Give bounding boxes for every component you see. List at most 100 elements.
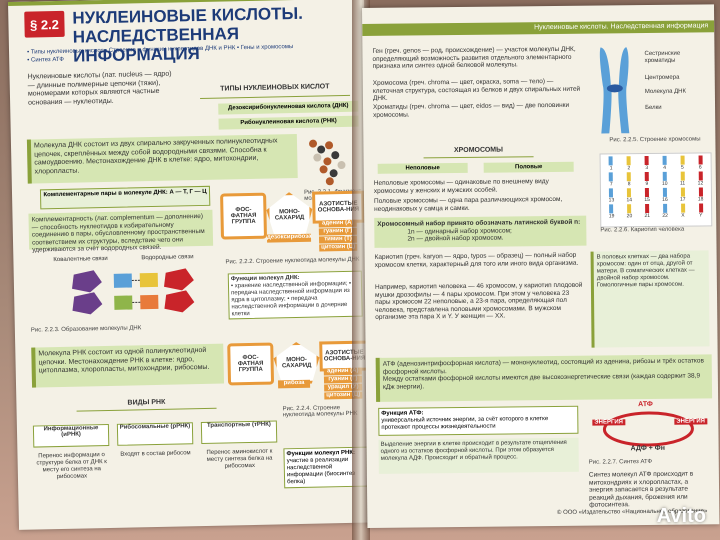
karyotype-chromosome-shape	[626, 172, 632, 182]
karyotype-chromosome-shape	[644, 172, 649, 182]
karyotype-definition: Кариотип (греч. karyon — ядро, typos — о…	[374, 251, 579, 269]
set-double: 2n — двойной набор хромосом.	[407, 234, 504, 243]
karyotype-chromosome: 10	[656, 171, 673, 187]
ribose-label: рибоза	[277, 379, 311, 389]
atp-label: АТФ	[638, 400, 653, 409]
karyotype-number: 21	[644, 212, 651, 220]
dna-functions-box: Функции молекул ДНК: • хранение наследст…	[227, 270, 363, 320]
karyotype-number: 9	[645, 181, 649, 188]
karyotype-chromosome-shape	[627, 204, 632, 214]
karyotype-chromosome-shape	[609, 204, 614, 214]
karyotype-chromosome-shape	[698, 155, 703, 165]
rna-kind-transport: Транспортные (тРНК)	[200, 420, 278, 445]
left-page: § 2.2 НУКЛЕИНОВЫЕ КИСЛОТЫ. НАСЛЕДСТВЕННА…	[8, 0, 375, 530]
karyotype-chromosome: Y	[692, 203, 709, 218]
sex-chromosomes: Половые	[483, 161, 574, 173]
figure-2-2-6-caption: Рис. 2.2.6. Кариотип человека	[600, 226, 685, 234]
karyotype-number: 10	[661, 180, 668, 187]
karyotype-number: 12	[697, 180, 704, 187]
rna-type: Рибонуклеиновая кислота (РНК)	[218, 115, 359, 130]
running-head: Нуклеиновые кислоты. Наследственная инфо…	[534, 22, 709, 32]
atp-cycle-diagram	[588, 406, 708, 451]
karyotype-number: 1	[609, 165, 613, 172]
karyotype-number: 19	[608, 213, 615, 220]
figure-2-2-7-caption: Рис. 2.2.7. Синтез АТФ	[588, 458, 653, 466]
karyotype-number: 20	[626, 213, 633, 220]
karyotype-chromosome: 8	[621, 172, 638, 187]
chromosomes-title: ХРОМОСОМЫ	[423, 146, 534, 159]
complementarity-box: Комплементарность (лат. complementum — д…	[28, 209, 214, 254]
karyotype-chromosome: 19	[603, 204, 620, 219]
energy-label-left: ЭНЕРГИЯ	[592, 419, 626, 426]
karyotype-chromosome: 18	[692, 187, 709, 202]
karyotype-chromosome-shape	[680, 171, 685, 181]
karyotype-number: 2	[627, 165, 631, 172]
non-sex-text: Неполовые хромосомы — одинаковые по внеш…	[373, 178, 549, 195]
complementary-pairs: Комплементарные пары в молекуле ДНК: А —…	[39, 185, 211, 210]
karyotype-chromosome-shape	[609, 188, 614, 198]
karyotype-chromosome-shape	[680, 155, 685, 165]
label-proteins: Белки	[645, 104, 662, 112]
dna-functions-text: • хранение наследственной информации; • …	[230, 280, 352, 318]
rna-kind-ribosomal: Рибосомальные (рРНК)	[116, 422, 194, 446]
chromosome-set-box: Хромосомный набор принято обозначать лат…	[374, 215, 587, 248]
karyotype-number: 15	[644, 196, 650, 204]
karyotype-chromosome: 9	[638, 172, 655, 187]
label-dna-molecule: Молекула ДНК	[644, 88, 687, 96]
karyotype-chromosome: 4	[656, 155, 673, 171]
karyotype-chromosome-shape	[608, 156, 614, 166]
karyotype-number: 6	[698, 164, 702, 171]
karyotype-chromosome-shape	[680, 203, 685, 213]
side-note: В половых клетках — два набора хромосом:…	[590, 250, 710, 348]
section-badge: § 2.2	[24, 10, 65, 38]
karyotype-chromosome-shape	[609, 172, 614, 182]
karyotype-chromosome-shape	[662, 155, 667, 165]
dna-box: Молекула ДНК состоит из двух спирально з…	[26, 133, 298, 184]
figure-2-2-2-caption: Рис. 2.2.2. Строение нуклеотида молекулы…	[225, 256, 360, 266]
karyotype-number: 16	[662, 196, 668, 203]
atp-box: АТФ (аденозинтрифосфорная кислота) — мон…	[375, 354, 713, 402]
karyotype-chromosome-shape	[662, 203, 668, 213]
rna-kind-info-desc: Перенос информации о структуре белка от …	[36, 452, 107, 481]
karyotype-number: 8	[627, 181, 631, 188]
karyotype-chromosome-shape	[662, 171, 667, 181]
karyotype-number: X	[681, 212, 685, 219]
covalent-bonds-label: Ковалентные связи	[53, 255, 108, 264]
karyotype-chromosome-shape	[645, 204, 650, 214]
karyotype-chromosome-shape	[680, 187, 685, 197]
rna-kind-info: Информационные (иРНК)	[32, 423, 110, 448]
karyotype-number: Y	[699, 212, 703, 219]
karyotype-chromosome: 14	[621, 188, 638, 203]
deoxyribose-label: дезоксирибоза	[266, 233, 312, 243]
karyotype-chromosome: 3	[638, 156, 655, 171]
karyotype-chromosome: 16	[656, 187, 673, 203]
karyotype-chromosome: 7	[603, 172, 620, 187]
label-centromere: Центромера	[644, 74, 680, 82]
karyotype-chromosome-shape	[627, 188, 632, 198]
gene-definition: Ген (греч. genos — род, происхождение) —…	[372, 45, 576, 70]
label-sister-chromatids: Сестринские хроматиды	[644, 50, 681, 65]
chromosome-image	[590, 45, 641, 136]
rna-box: Молекула РНК состоит из одной полинуклео…	[31, 343, 225, 388]
figure-2-2-5-caption: Рис. 2.2.5. Строение хромосомы	[609, 136, 701, 144]
atp-synthesis-text: Синтез молекул АТФ происходит в митохонд…	[588, 470, 694, 509]
karyotype-chromosome: 13	[603, 188, 620, 203]
karyotype-number: 13	[608, 197, 615, 204]
rna-monosaccharide: МОНО-САХАРИД	[273, 342, 320, 385]
right-page: Нуклеиновые кислоты. Наследственная инфо…	[362, 4, 720, 528]
karyotype-number: 7	[609, 181, 613, 188]
karyotype-number: 4	[663, 164, 667, 171]
karyotype-chromosome-shape	[644, 156, 649, 166]
karyotype-number: 18	[697, 196, 704, 203]
rna-kinds-title: ВИДЫ РНК	[76, 397, 217, 412]
dna-type: Дезоксирибонуклеиновая кислота (ДНК)	[218, 100, 359, 115]
karyotype-chromosome-shape	[698, 203, 703, 213]
sex-text: Половые хромосомы — одна пара различающи…	[373, 195, 563, 213]
hydrogen-bonds-label: Водородные связи	[141, 254, 194, 262]
rna-phosphate-group: ФОС-ФАТНАЯ ГРУППА	[227, 342, 275, 386]
karyotype-chromosome: 6	[692, 155, 709, 170]
phosphate-group: ФОС-ФАТНАЯ ГРУППА	[220, 192, 268, 240]
karyotype-chromosome: 2	[620, 156, 637, 171]
karyotype-chromosome: 11	[674, 171, 691, 187]
energy-label-right: ЭНЕРГИЯ	[674, 418, 708, 425]
